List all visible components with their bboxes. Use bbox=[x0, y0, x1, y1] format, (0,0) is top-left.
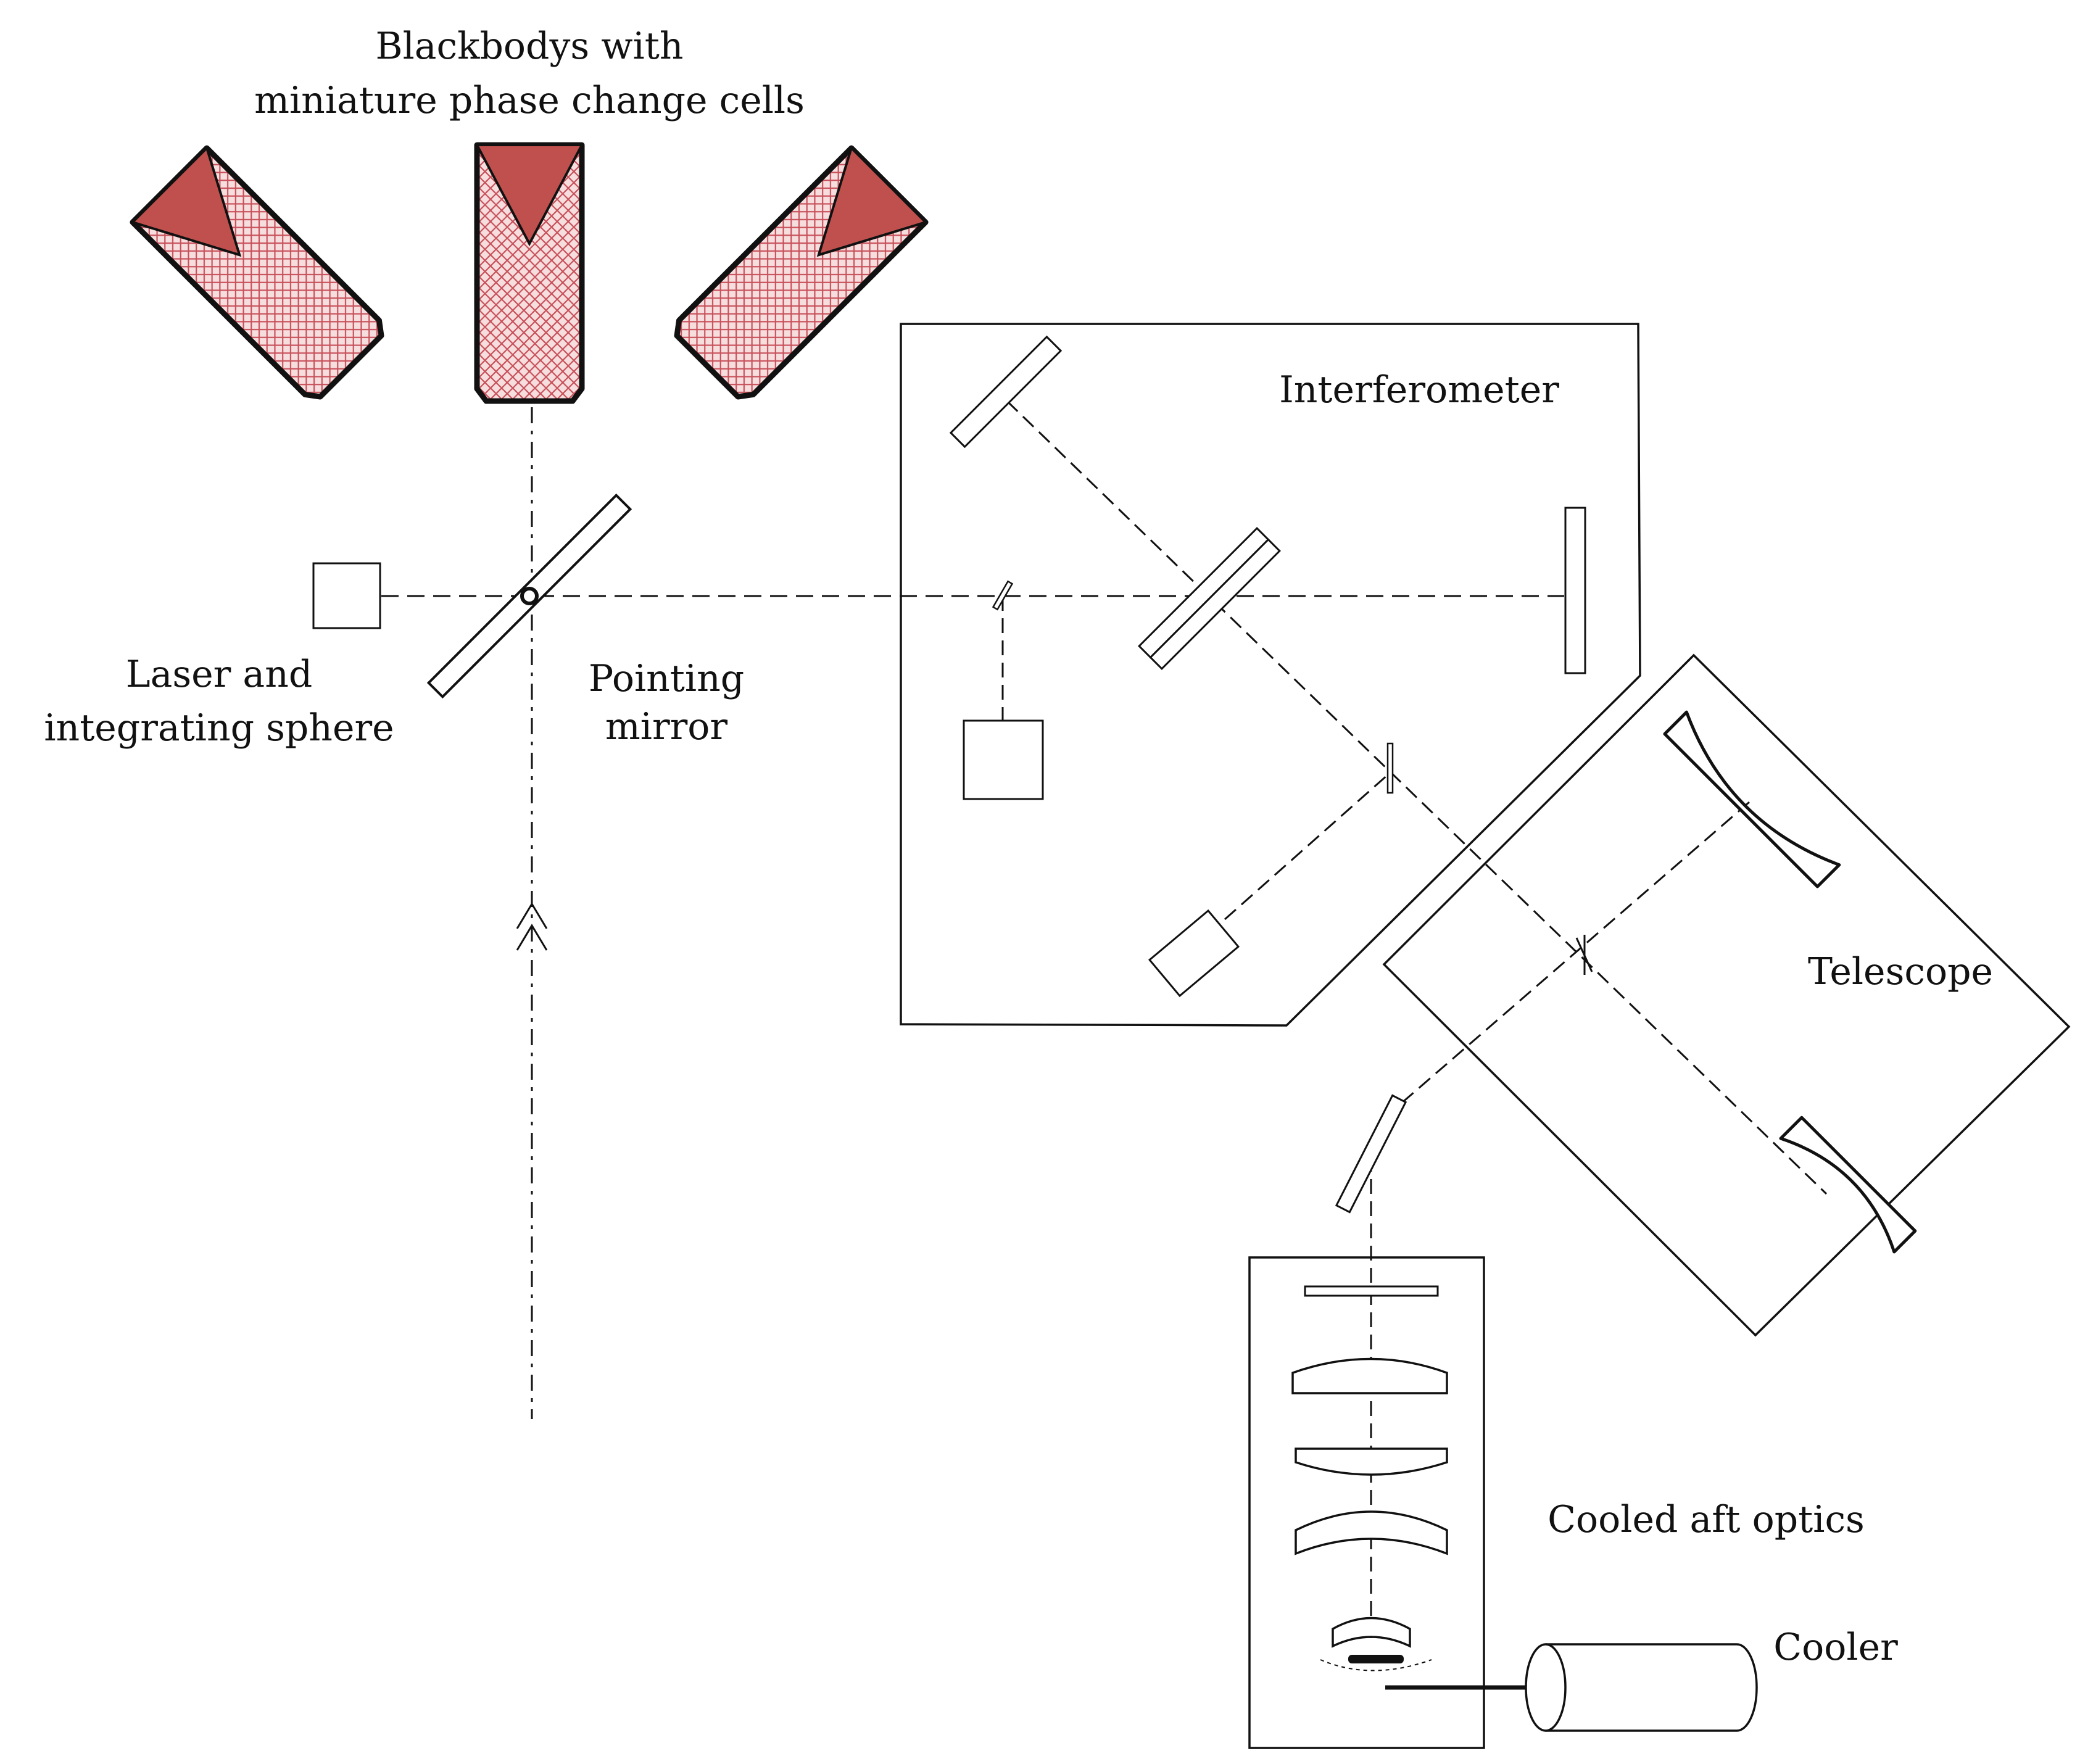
input-arrow-icon bbox=[516, 902, 548, 951]
telescope-secondary-mirror bbox=[1779, 1116, 1917, 1254]
cooler-cylinder bbox=[1525, 1643, 1758, 1732]
detector-element bbox=[1348, 1655, 1404, 1663]
blackbodies-label-line2: miniature phase change cells bbox=[254, 79, 805, 122]
pointing-mirror-label-line2: mirror bbox=[605, 705, 728, 748]
aft-filter bbox=[1304, 1285, 1439, 1297]
interferometer-diagonal-beam bbox=[1006, 400, 1828, 1195]
laser-label-line2: integrating sphere bbox=[44, 706, 394, 750]
aft-optics-enclosure bbox=[1248, 1256, 1485, 1749]
interferometer-enclosure bbox=[900, 323, 1641, 1027]
cooler-label: Cooler bbox=[1773, 1626, 1898, 1669]
interferometer-right-mirror bbox=[1564, 507, 1586, 674]
aft-optics-label: Cooled aft optics bbox=[1548, 1498, 1865, 1541]
telescope-enclosure bbox=[1382, 653, 2071, 1337]
cold-shield-arc bbox=[1320, 1659, 1432, 1671]
telescope-field-stop bbox=[1575, 935, 1593, 975]
aft-lens-4 bbox=[1332, 1617, 1411, 1648]
interferometer-label: Interferometer bbox=[1279, 368, 1559, 412]
pickoff-mirror bbox=[992, 580, 1014, 611]
pointing-mirror-pivot bbox=[520, 587, 539, 605]
telescope-label: Telescope bbox=[1808, 950, 1993, 993]
interferometer-top-mirror bbox=[949, 335, 1063, 449]
telescope-output-beam bbox=[1382, 801, 1750, 1121]
beamsplitter bbox=[1138, 527, 1281, 670]
aft-lens-1 bbox=[1291, 1357, 1448, 1394]
detector-box bbox=[963, 719, 1044, 800]
pointing-mirror-label-line1: Pointing bbox=[589, 657, 744, 700]
blackbody-left bbox=[130, 145, 384, 400]
fold-mirror bbox=[1335, 1094, 1407, 1214]
reference-laser-source bbox=[1148, 909, 1240, 998]
laser-label-line1: Laser and bbox=[126, 653, 313, 696]
telescope-primary-mirror bbox=[1663, 710, 1841, 888]
small-beamsplitter bbox=[1386, 742, 1394, 794]
aft-lens-2 bbox=[1295, 1447, 1448, 1476]
aft-lens-3 bbox=[1295, 1510, 1448, 1555]
reference-laser-beam bbox=[1224, 773, 1389, 921]
beam-paths bbox=[381, 400, 1828, 1641]
blackbody-center bbox=[474, 142, 585, 404]
blackbodies-label-line1: Blackbodys with bbox=[375, 25, 683, 68]
laser-integrating-sphere-box bbox=[312, 562, 381, 629]
blackbody-right bbox=[674, 145, 929, 400]
